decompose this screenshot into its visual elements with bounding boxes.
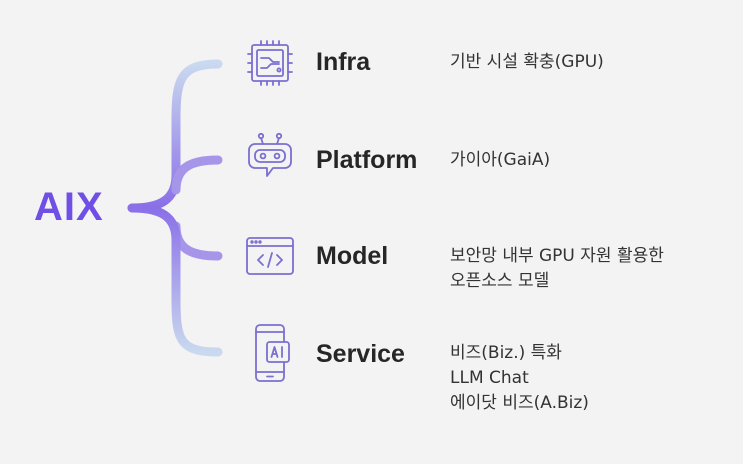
desc-line: LLM Chat [450,368,529,388]
brace-arm-model [171,221,223,261]
ai-phone-icon [245,324,295,382]
desc-line: 비즈(Biz.) 특화 [450,343,562,363]
branch-label-model: Model [316,242,389,270]
desc-line: 오픈소스 모델 [450,271,550,291]
branch-desc-service: 비즈(Biz.) 특화 LLM Chat 에이닷 비즈(A.Biz) [450,341,589,416]
chip-icon [245,38,295,88]
desc-line: 에이닷 비즈(A.Biz) [450,393,589,413]
desc-line: 가이아(GaiA) [450,150,551,170]
root-node-label: AIX [34,185,104,229]
branch-label-service: Service [316,340,405,368]
brace-arm-platform [171,155,223,195]
desc-line: 보안망 내부 GPU 자원 활용한 [450,246,664,266]
branch-label-platform: Platform [316,146,418,174]
desc-line: 기반 시설 확충(GPU) [450,52,604,72]
branch-desc-infra: 기반 시설 확충(GPU) [450,50,604,75]
brace-arm-service [127,203,223,357]
robot-icon [245,132,295,182]
branch-desc-model: 보안망 내부 GPU 자원 활용한 오픈소스 모델 [450,244,664,294]
branch-desc-platform: 가이아(GaiA) [450,148,550,173]
brace-arm-infra [127,59,223,213]
code-window-icon [245,233,295,283]
branch-label-infra: Infra [316,48,371,76]
